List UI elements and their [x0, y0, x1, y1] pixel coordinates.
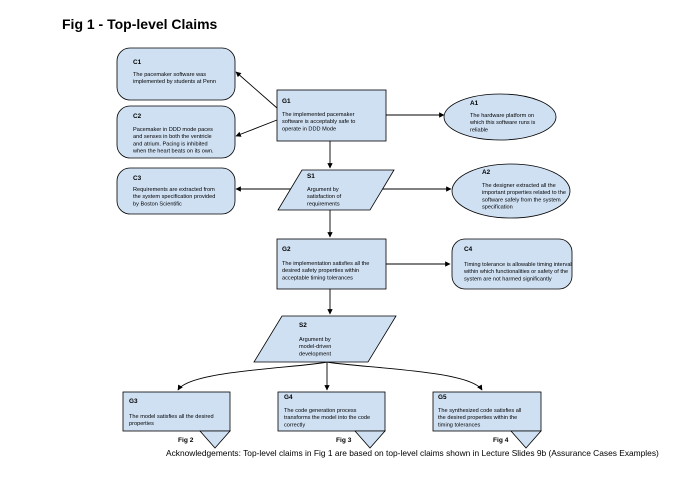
node-c1-id: C1	[133, 59, 142, 66]
node-s2-text-line: Argument by	[299, 337, 331, 343]
node-g1-text-line: operate in DDD Mode	[282, 126, 336, 132]
node-g1-shape	[276, 89, 387, 142]
node-c3-text-line: the system specification provided	[133, 194, 215, 200]
node-s1-text-line: satisfaction of	[307, 194, 342, 200]
page-title: Fig 1 - Top-level Claims	[62, 16, 218, 32]
node-s1-text-line: Argument by	[307, 187, 339, 193]
node-g4-text-line: The code generation process	[284, 408, 357, 414]
node-c4-id: C4	[464, 246, 473, 253]
node-a1-text-line: reliable	[470, 127, 488, 133]
node-c2-text-line: Pacemaker in DDD mode paces	[133, 127, 213, 133]
node-g3-text-line: The model satisfies all the desired	[129, 414, 214, 420]
node-c1-text-line: The pacemaker software was	[133, 72, 206, 78]
figure-reference-label: Fig 2	[178, 437, 194, 444]
node-g5-shape	[432, 391, 542, 432]
node-a2-text-line: software safely from the system	[482, 197, 561, 203]
node-g1-text-line: software is acceptably safe to	[282, 119, 355, 125]
node-a2-id: A2	[482, 169, 491, 176]
node-c1-shape	[116, 47, 236, 101]
node-g2-id: G2	[282, 246, 291, 253]
node-g1-text-line: The implemented pacemaker	[282, 112, 355, 118]
node-c3-id: C3	[133, 175, 142, 182]
figure-reference-label: Fig 4	[493, 437, 509, 444]
node-g2-shape	[276, 238, 387, 290]
node-g5-id: G5	[438, 394, 447, 401]
node-c4-text-line: system are not harmed significantly	[464, 276, 552, 282]
node-g4-text-line: transforms the model into the code	[284, 415, 370, 421]
edge-s2-g5	[326, 361, 483, 391]
node-c2-text-line: and atrium. Pacing is inhibited	[133, 141, 208, 147]
node-a2-text-line: The designer extracted all the	[482, 183, 556, 189]
acknowledgements-footer: Acknowledgements: Top-level claims in Fi…	[166, 448, 659, 458]
node-c2-id: C2	[133, 113, 142, 120]
node-s2-text-line: model-driven	[299, 344, 331, 350]
node-s2-text-line: development	[299, 351, 331, 357]
edge-s2-g3	[177, 361, 328, 391]
node-g4-text-line: correctly	[284, 422, 305, 428]
node-c3-text-line: Requirements are extracted from	[133, 187, 215, 193]
node-c4-text-line: within which functionalities or safety o…	[463, 269, 568, 275]
node-g3-text-line: properties	[129, 421, 154, 427]
node-g2-text-line: desired safety properties within	[282, 268, 359, 274]
node-g4-shape	[277, 391, 386, 432]
node-g5-text-line: timing tolerances	[438, 422, 480, 428]
node-c3-shape	[116, 167, 236, 215]
node-c3-text-line: by Boston Scientific	[133, 201, 182, 207]
node-a1-text-line: The hardware platform on	[470, 113, 534, 119]
node-s2-id: S2	[299, 322, 307, 329]
node-c2-text-line: when the heart beats on its own.	[132, 149, 214, 155]
node-a2-shape	[451, 163, 571, 219]
node-a2-text-line: important properties related to the	[482, 190, 566, 196]
node-c1-text-line: implemented by students at Penn	[133, 79, 216, 85]
node-s2-shape	[253, 315, 397, 363]
node-a1-text-line: which this software runs is	[469, 120, 535, 126]
node-g5-text-line: the desired properties within the	[438, 415, 517, 421]
node-g4-id: G4	[284, 394, 293, 401]
figure-reference-triangle	[199, 430, 231, 449]
node-g1-id: G1	[282, 98, 291, 105]
node-g2-text-line: The implementation satisfies all the	[282, 261, 369, 267]
node-g3-shape	[122, 391, 231, 432]
node-c4-text-line: Timing tolerance is allowable timing int…	[464, 262, 572, 268]
edge-g1-c2	[235, 119, 278, 137]
node-c4-shape	[451, 238, 573, 290]
node-c2-shape	[116, 105, 236, 159]
figure-reference-triangle	[510, 430, 542, 449]
node-c2-text-line: and senses in both the ventricle	[133, 134, 212, 140]
edge-g1-c1	[235, 71, 278, 109]
figure-reference-triangle	[354, 430, 386, 449]
node-s1-shape	[277, 169, 395, 211]
node-g5-text-line: The synthesized code satisfies all	[438, 408, 521, 414]
node-a1-id: A1	[470, 100, 479, 107]
node-s1-id: S1	[307, 173, 315, 180]
node-g2-text-line: acceptable timing tolerances	[282, 275, 353, 281]
node-g3-id: G3	[129, 398, 138, 405]
figure-reference-label: Fig 3	[336, 437, 352, 444]
node-a1-shape	[443, 93, 557, 141]
node-a2-text-line: specification	[482, 205, 513, 211]
node-s1-text-line: requirements	[307, 201, 340, 207]
